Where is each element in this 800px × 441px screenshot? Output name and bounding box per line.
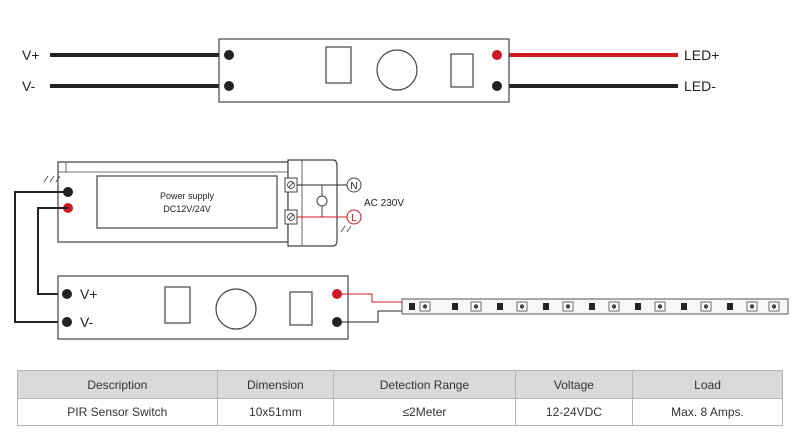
top-label-ledminus: LED- <box>684 78 716 94</box>
led-chip-dot <box>749 304 755 309</box>
wire-psu-to-vminus <box>14 191 68 323</box>
pir-sensor-lens-icon <box>215 288 257 330</box>
top-wiring-diagram: V+ V- LED+ LED- <box>22 38 719 103</box>
top-switch-module <box>218 38 510 103</box>
power-supply-voltage: DC12V/24V <box>163 204 211 214</box>
top-terminal-ledplus <box>492 50 502 60</box>
resistor-icon <box>497 303 503 310</box>
top-label-vminus: V- <box>22 78 36 94</box>
resistor-icon <box>681 303 687 310</box>
ac-voltage-label: AC 230V <box>364 198 404 209</box>
bottom-terminal-vplus <box>62 289 72 299</box>
top-component-left <box>325 46 352 84</box>
top-label-vplus: V+ <box>22 47 40 63</box>
spec-header-detection-range: Detection Range <box>333 370 516 399</box>
resistor-icon <box>452 303 458 310</box>
wire-psu-to-vplus <box>37 207 68 295</box>
resistor-icon <box>589 303 595 310</box>
resistor-icon <box>543 303 549 310</box>
top-terminal-ledminus <box>492 81 502 91</box>
resistor-icon <box>409 303 415 310</box>
wire-ledminus-to-strip <box>337 310 404 323</box>
resistor-icon <box>635 303 641 310</box>
spec-header-voltage: Voltage <box>514 370 634 399</box>
spec-cell-load: Max. 8 Amps. <box>632 398 783 426</box>
led-chip-dot <box>703 304 709 309</box>
bottom-component-right <box>289 291 313 326</box>
spec-cell-voltage: 12-24VDC <box>514 398 634 426</box>
spec-table-header-row: Description Dimension Detection Range Vo… <box>17 370 783 399</box>
bottom-switch-module <box>57 275 349 340</box>
pir-sensor-lens-icon <box>376 49 418 91</box>
spec-header-load: Load <box>632 370 783 399</box>
top-component-right <box>450 53 474 88</box>
bottom-component-left <box>164 286 191 324</box>
power-supply-title: Power supply <box>160 191 215 201</box>
led-chip-dot <box>473 304 479 309</box>
resistor-icon <box>727 303 733 310</box>
power-supply-label-panel <box>96 175 278 229</box>
led-chip-dot <box>771 304 777 309</box>
spec-cell-detection-range: ≤2Meter <box>333 398 516 426</box>
led-chip-dot <box>657 304 663 309</box>
spec-cell-dimension: 10x51mm <box>216 398 335 426</box>
led-chip-dot <box>519 304 525 309</box>
terminal-n-marker <box>346 177 362 193</box>
led-strip-chips <box>409 301 780 312</box>
power-supply-connector-block <box>287 159 338 247</box>
led-chip-dot <box>611 304 617 309</box>
terminal-l-marker <box>346 209 362 225</box>
bottom-label-vminus: V- <box>80 314 94 330</box>
terminal-n-label: N <box>350 181 357 192</box>
top-terminal-vminus <box>224 81 234 91</box>
earth-ground-icon <box>43 175 61 183</box>
spec-table: Description Dimension Detection Range Vo… <box>17 370 783 426</box>
led-chip-dot <box>565 304 571 309</box>
spec-header-dimension: Dimension <box>216 370 335 399</box>
bottom-wiring-diagram: N L AC 230V Power supply DC12V/24V V+ V- <box>14 159 789 340</box>
table-row: PIR Sensor Switch 10x51mm ≤2Meter 12-24V… <box>17 398 783 426</box>
led-chip-dot <box>422 304 428 309</box>
wire-ledplus-to-strip <box>337 293 404 303</box>
spec-header-description: Description <box>17 370 218 399</box>
terminal-l-label: L <box>351 213 357 224</box>
bottom-label-vplus: V+ <box>80 286 98 302</box>
spec-cell-description: PIR Sensor Switch <box>17 398 218 426</box>
bottom-terminal-vminus <box>62 317 72 327</box>
top-label-ledplus: LED+ <box>684 47 719 63</box>
top-terminal-vplus <box>224 50 234 60</box>
